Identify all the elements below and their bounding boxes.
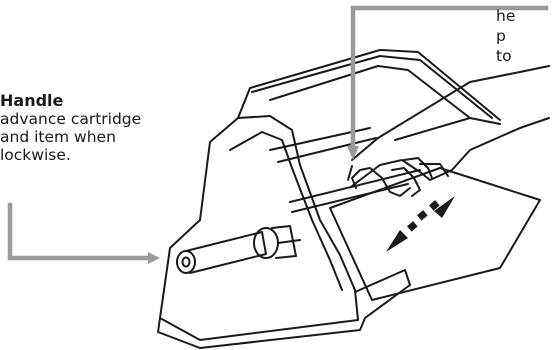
top-right-label-line: he bbox=[496, 7, 516, 25]
top-right-label: he p to bbox=[496, 6, 515, 66]
machine-top-ridge bbox=[251, 55, 493, 119]
machine-base bbox=[157, 317, 366, 349]
handle-label-line: lockwise. bbox=[0, 146, 71, 164]
top-right-label-line: to bbox=[496, 47, 512, 65]
handle-callout-line bbox=[7, 202, 153, 261]
hand-arm bbox=[351, 65, 550, 161]
top-callout-line bbox=[350, 5, 549, 151]
handle-shaft bbox=[185, 231, 267, 274]
top-callout-arrowhead bbox=[347, 146, 359, 160]
handle-callout-arrowhead bbox=[148, 252, 160, 264]
handle-label-line: advance cartridge bbox=[0, 110, 142, 128]
machine-inner-top bbox=[269, 65, 471, 119]
double-arrow bbox=[386, 196, 455, 252]
handle-label: Handle advance cartridge and item when l… bbox=[0, 91, 142, 165]
paper-sheet bbox=[329, 167, 541, 301]
handle-knob bbox=[176, 250, 196, 274]
handle-label-line: and item when bbox=[0, 128, 116, 146]
handle-label-title: Handle bbox=[0, 91, 64, 110]
machine-back-housing bbox=[237, 49, 501, 121]
machine-front-panel bbox=[159, 115, 359, 341]
top-right-label-line: p bbox=[496, 27, 506, 45]
